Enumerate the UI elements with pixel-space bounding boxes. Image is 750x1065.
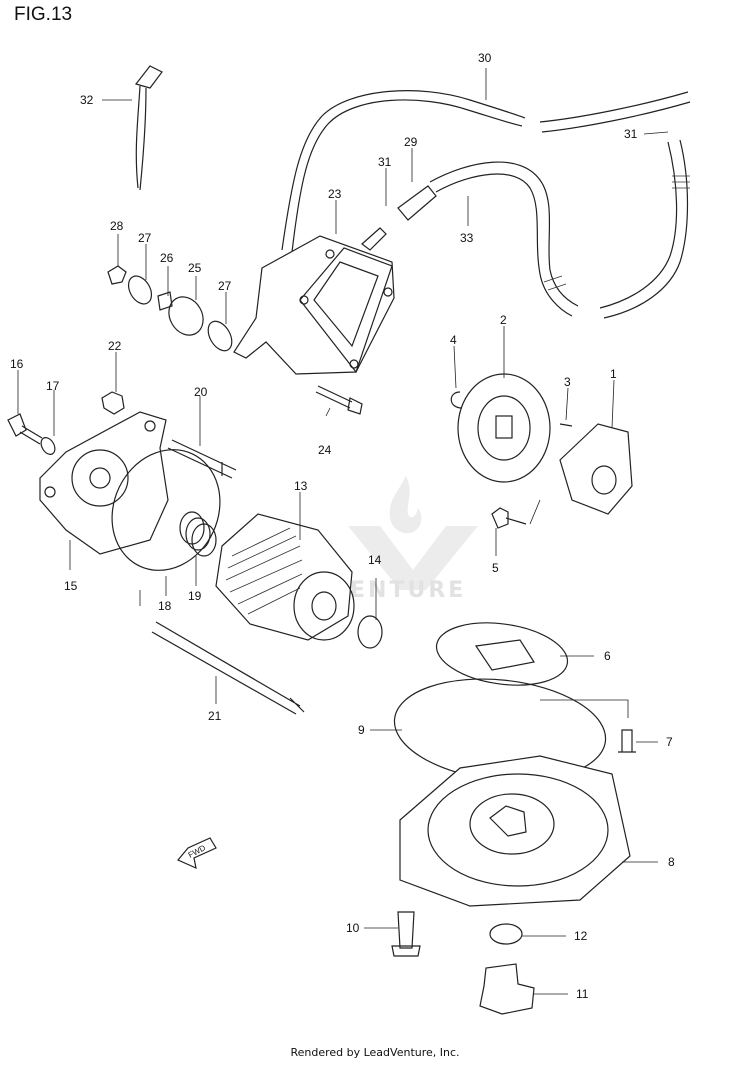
callout-33: 33 xyxy=(460,231,474,245)
callout-10: 10 xyxy=(346,921,360,935)
callout-18: 18 xyxy=(158,599,172,613)
callout-30: 30 xyxy=(478,51,492,65)
callout-3: 3 xyxy=(564,375,571,389)
small-parts-25-28 xyxy=(107,265,233,352)
callout-28: 28 xyxy=(110,219,124,233)
callout-7: 7 xyxy=(666,735,673,749)
bolt-16 xyxy=(7,413,43,445)
drain-plug-11 xyxy=(479,963,535,1015)
pin-3 xyxy=(559,423,573,427)
hose-33 xyxy=(397,161,579,317)
filter-cover-15 xyxy=(39,411,169,555)
leader-lines xyxy=(17,68,669,995)
bolt-24 xyxy=(315,385,363,415)
callout-19: 19 xyxy=(188,589,202,603)
callout-29: 29 xyxy=(404,135,418,149)
callout-25: 25 xyxy=(188,261,202,275)
oil-pan-8 xyxy=(399,755,631,907)
callout-9: 9 xyxy=(358,723,365,737)
callout-20: 20 xyxy=(194,385,208,399)
bolt-5 xyxy=(491,507,527,529)
oil-filter-13 xyxy=(215,513,355,641)
washer-17 xyxy=(40,437,56,455)
callout-27-b: 27 xyxy=(218,279,232,293)
stud-21 xyxy=(151,621,305,715)
o-ring-14 xyxy=(357,615,383,649)
leadventure-watermark-icon xyxy=(348,476,478,590)
fuel-pump-23 xyxy=(233,227,395,375)
cable-tie-32 xyxy=(134,65,163,191)
callout-31-b: 31 xyxy=(624,127,638,141)
callout-31-a: 31 xyxy=(378,155,392,169)
bolt-10 xyxy=(391,911,421,957)
callouts: 1 2 3 4 5 6 7 8 9 10 11 12 13 14 15 16 1… xyxy=(10,51,675,1001)
watermark-text: VENTURE xyxy=(330,578,467,603)
washer-12 xyxy=(489,923,523,945)
footer-credit: Rendered by LeadVenture, Inc. xyxy=(290,1046,460,1059)
callout-27-a: 27 xyxy=(138,231,152,245)
callout-17: 17 xyxy=(46,379,60,393)
hose-30 xyxy=(281,90,691,319)
callout-6: 6 xyxy=(604,649,611,663)
callout-1: 1 xyxy=(610,367,617,381)
stud-20 xyxy=(167,439,237,479)
callout-14: 14 xyxy=(368,553,382,567)
callout-5: 5 xyxy=(492,561,499,575)
figure-title: FIG.13 xyxy=(14,4,73,25)
callout-12: 12 xyxy=(574,929,588,943)
callout-2: 2 xyxy=(500,313,507,327)
callout-23: 23 xyxy=(328,187,342,201)
spring-19 xyxy=(179,511,217,557)
callout-24: 24 xyxy=(318,443,332,457)
callout-8: 8 xyxy=(668,855,675,869)
o-ring-18 xyxy=(111,449,221,571)
strainer-6 xyxy=(435,622,569,686)
callout-16: 16 xyxy=(10,357,24,371)
fwd-arrow-icon: FWD xyxy=(177,837,217,870)
callout-4: 4 xyxy=(450,333,457,347)
callout-22: 22 xyxy=(108,339,122,353)
callout-26: 26 xyxy=(160,251,174,265)
callout-13: 13 xyxy=(294,479,308,493)
callout-21: 21 xyxy=(208,709,222,723)
callout-15: 15 xyxy=(64,579,78,593)
bolt-7 xyxy=(618,729,636,753)
nut-22 xyxy=(101,391,125,415)
callout-11: 11 xyxy=(576,987,589,1001)
oil-pump-1 xyxy=(559,423,633,515)
clip-4 xyxy=(450,391,463,409)
pump-gear-2 xyxy=(457,373,551,483)
callout-32: 32 xyxy=(80,93,94,107)
